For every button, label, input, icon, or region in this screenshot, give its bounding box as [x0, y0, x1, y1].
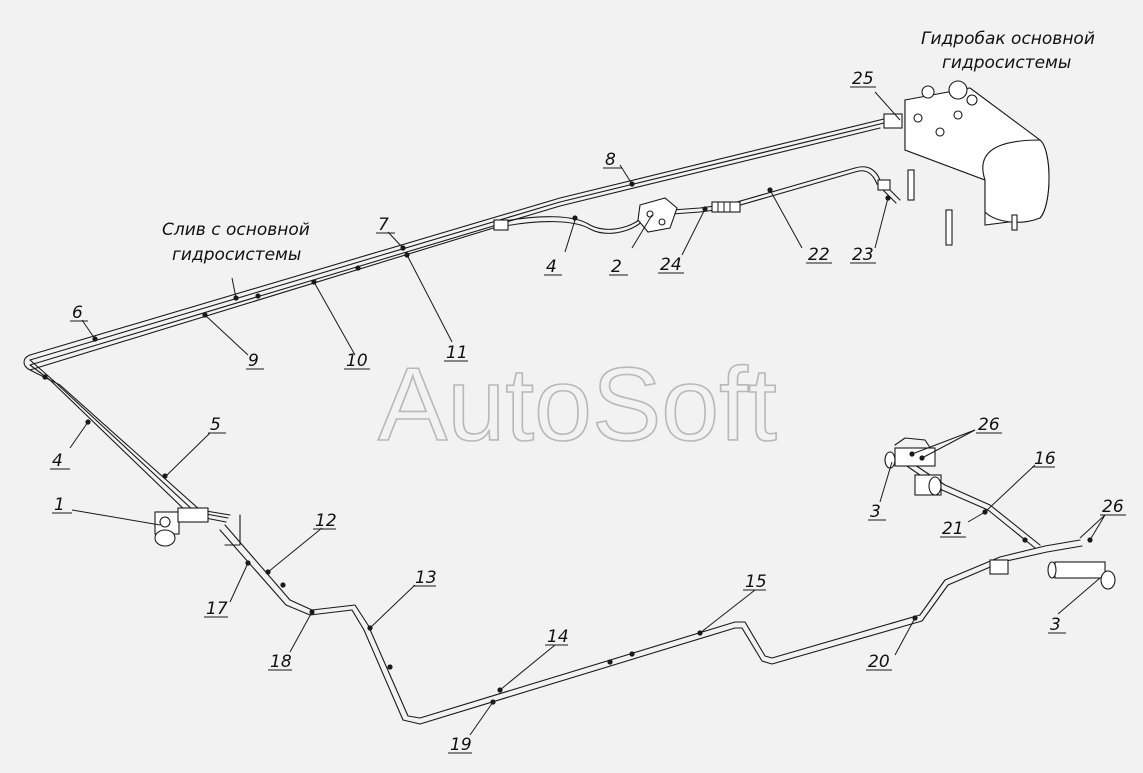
callout-22: 22 [808, 245, 830, 265]
callout-11: 11 [446, 343, 468, 363]
callout-5: 5 [210, 415, 221, 435]
callout-1: 1 [54, 495, 65, 515]
cylinder-group-upper [884, 447, 942, 496]
callout-13: 13 [415, 568, 437, 588]
callout-6: 6 [72, 303, 83, 323]
tank-caption-line2: гидросистемы [942, 53, 1071, 73]
callout-4-upper: 4 [546, 257, 557, 277]
callout-2: 2 [611, 257, 622, 277]
callout-24: 24 [660, 255, 682, 275]
callout-4-lower: 4 [52, 451, 63, 471]
callout-26-upper: 26 [978, 415, 1000, 435]
callout-9: 9 [248, 351, 259, 371]
callout-18: 18 [270, 652, 292, 672]
pump [154, 507, 209, 547]
callout-15: 15 [745, 572, 767, 592]
tank-fitting [877, 179, 891, 191]
cylinder-group-lower [989, 559, 1116, 590]
bundle-clamp [493, 219, 509, 231]
callout-7: 7 [378, 215, 389, 235]
callout-20: 20 [868, 652, 890, 672]
callout-26-lower: 26 [1102, 497, 1124, 517]
callout-21: 21 [942, 519, 964, 539]
pipe-lines [23, 117, 1083, 725]
filter [637, 197, 678, 233]
callout-16: 16 [1034, 449, 1056, 469]
callout-25: 25 [852, 69, 874, 89]
callout-19: 19 [450, 735, 472, 755]
captions: Гидробак основной гидросистемы Слив с ос… [162, 29, 1095, 265]
callout-23: 23 [852, 245, 874, 265]
hydraulic-tank [904, 80, 1050, 246]
callout-3-upper: 3 [870, 502, 881, 522]
leader-lines [69, 91, 1106, 736]
callout-10: 10 [346, 351, 368, 371]
drain-caption-line2: гидросистемы [172, 245, 301, 265]
drain-caption-line1: Слив с основной [162, 220, 310, 240]
callout-17: 17 [206, 599, 228, 619]
callout-14: 14 [547, 627, 569, 647]
callout-labels: 1 2 3 3 4 4 5 6 7 8 9 10 11 12 13 14 15 [50, 69, 1126, 755]
callout-12: 12 [315, 511, 337, 531]
components [154, 80, 1116, 590]
callout-8: 8 [605, 150, 616, 170]
callout-3-lower: 3 [1050, 615, 1061, 635]
watermark: AutoSoft [378, 347, 777, 463]
coupling [711, 201, 741, 213]
tank-return-fitting [883, 113, 903, 129]
tank-caption-line1: Гидробак основной [921, 29, 1095, 49]
